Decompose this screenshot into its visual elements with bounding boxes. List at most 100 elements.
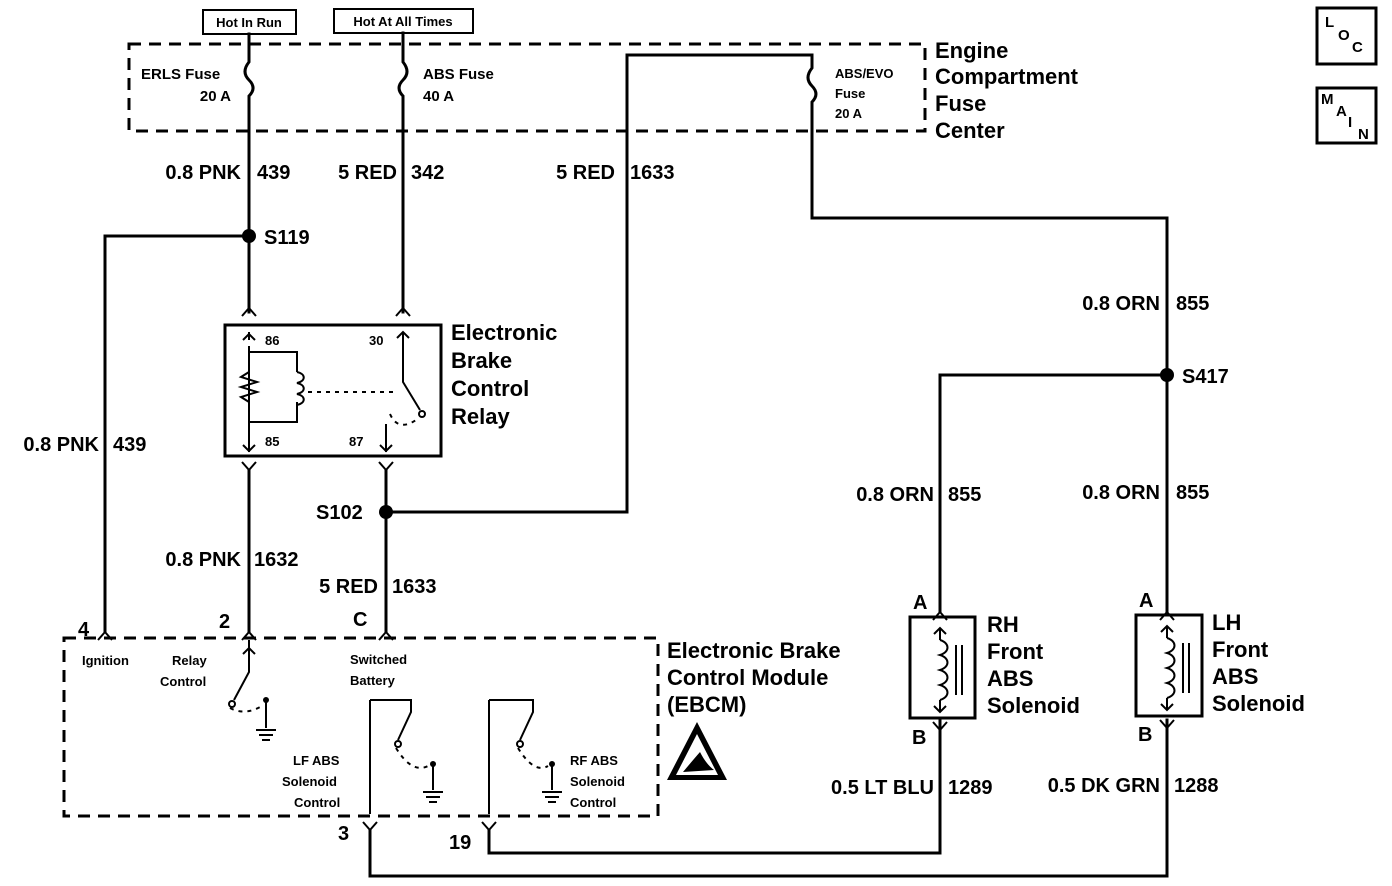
ebcm-pin-19: 19 bbox=[449, 832, 471, 854]
ebcm-title-1: Electronic Brake bbox=[667, 638, 841, 663]
wire-label-red-1633-top: 5 RED bbox=[556, 162, 615, 184]
absevo-fuse-icon bbox=[806, 53, 818, 118]
wire-label-orn-855-rh: 0.8 ORN bbox=[856, 484, 934, 506]
wire-label-dk-grn: 0.5 DK GRN bbox=[1048, 775, 1160, 797]
erls-fuse-amps: 20 A bbox=[200, 88, 231, 105]
svg-text:O: O bbox=[1338, 27, 1350, 44]
ground-icon bbox=[256, 700, 276, 741]
svg-text:L: L bbox=[1325, 14, 1334, 31]
ebcm-rf-label-3: Control bbox=[570, 795, 616, 810]
wire-red-1633-top bbox=[384, 53, 814, 514]
rh-solenoid-title-2: Front bbox=[987, 639, 1044, 664]
wire-label-red-1633-bot: 5 RED bbox=[319, 576, 378, 598]
ebcm-pin-2: 2 bbox=[219, 611, 230, 633]
splice-s417-label: S417 bbox=[1182, 366, 1229, 388]
wire-label-orn-855-rh-num: 855 bbox=[948, 484, 981, 506]
ebcm-title-3: (EBCM) bbox=[667, 692, 746, 717]
wire-label-dk-grn-num: 1288 bbox=[1174, 775, 1219, 797]
wire-pnk-439-left bbox=[103, 234, 251, 634]
lh-solenoid-pin-a: A bbox=[1139, 590, 1153, 612]
lh-solenoid-title-1: LH bbox=[1212, 610, 1241, 635]
ebcm-lf-label-2: Solenoid bbox=[282, 774, 337, 789]
absevo-fuse-label-1: ABS/EVO bbox=[835, 66, 894, 81]
ebcm-title-2: Control Module bbox=[667, 665, 828, 690]
wire-label-red-342: 5 RED bbox=[338, 162, 397, 184]
splice-s417 bbox=[1160, 368, 1174, 382]
splice-s102-label: S102 bbox=[316, 502, 363, 524]
wire-lt-blu-1289 bbox=[487, 718, 942, 855]
fuse-center-boundary bbox=[127, 42, 927, 133]
wire-label-pnk-439: 0.8 PNK bbox=[165, 162, 241, 184]
wire-label-pnk-439-left-num: 439 bbox=[113, 434, 146, 456]
wire-label-pnk-1632: 0.8 PNK bbox=[165, 549, 241, 571]
abs-fuse-amps: 40 A bbox=[423, 88, 454, 105]
svg-text:I: I bbox=[1348, 114, 1352, 131]
lh-solenoid-title-3: ABS bbox=[1212, 664, 1258, 689]
lh-solenoid-coil-icon bbox=[1163, 637, 1176, 699]
ebc-relay: 86 85 30 87 bbox=[223, 306, 443, 472]
relay-title-3: Control bbox=[451, 376, 529, 401]
wire-label-red-1633-bot-num: 1633 bbox=[392, 576, 437, 598]
lh-solenoid bbox=[1134, 610, 1204, 730]
hot-at-all-times-label: Hot At All Times bbox=[353, 14, 452, 29]
esd-warning-icon bbox=[667, 722, 727, 780]
fuse-center-title-1: Engine bbox=[935, 38, 1008, 63]
relay-resistor-icon bbox=[237, 371, 261, 403]
ebcm-switched-label-1: Switched bbox=[350, 652, 407, 667]
erls-fuse-label: ERLS Fuse bbox=[141, 66, 220, 83]
ebcm-pin-3: 3 bbox=[338, 823, 349, 845]
lh-solenoid-title-2: Front bbox=[1212, 637, 1269, 662]
wire-label-pnk-439-left: 0.8 PNK bbox=[23, 434, 99, 456]
main-button[interactable]: M A I N bbox=[1315, 86, 1378, 145]
svg-text:N: N bbox=[1358, 126, 1369, 143]
hot-in-run-label: Hot In Run bbox=[216, 15, 282, 30]
splice-s119-label: S119 bbox=[264, 227, 310, 249]
ebcm-lf-label-1: LF ABS bbox=[293, 753, 340, 768]
wire-label-orn-855-lh-num: 855 bbox=[1176, 482, 1209, 504]
rh-solenoid-title-1: RH bbox=[987, 612, 1019, 637]
svg-text:A: A bbox=[1336, 103, 1347, 120]
relay-coil-icon bbox=[296, 371, 305, 406]
relay-pin-85: 85 bbox=[265, 434, 279, 449]
wire-label-orn-855: 0.8 ORN bbox=[1082, 293, 1160, 315]
ebcm-rf-label-2: Solenoid bbox=[570, 774, 625, 789]
ebcm-relay-label-2: Control bbox=[160, 674, 206, 689]
splice-s102 bbox=[379, 505, 393, 519]
relay-pin-30: 30 bbox=[369, 333, 383, 348]
relay-title-2: Brake bbox=[451, 348, 512, 373]
wire-dk-grn-1288 bbox=[368, 718, 1169, 878]
abs-fuse-label: ABS Fuse bbox=[423, 66, 494, 83]
relay-pin-87: 87 bbox=[349, 434, 363, 449]
absevo-fuse-label-2: Fuse bbox=[835, 86, 865, 101]
rh-solenoid bbox=[908, 610, 977, 732]
svg-text:C: C bbox=[1352, 39, 1363, 56]
ground-icon bbox=[423, 764, 443, 803]
ebcm-module bbox=[62, 630, 727, 832]
wire-label-orn-855-num: 855 bbox=[1176, 293, 1209, 315]
ebcm-pin-4: 4 bbox=[78, 619, 90, 641]
rh-solenoid-pin-b: B bbox=[912, 727, 926, 749]
ebcm-pin-c: C bbox=[353, 609, 367, 631]
ebcm-switched-label-2: Battery bbox=[350, 673, 396, 688]
ebcm-lf-label-3: Control bbox=[294, 795, 340, 810]
loc-button[interactable]: L O C bbox=[1315, 6, 1378, 66]
rh-solenoid-title-3: ABS bbox=[987, 666, 1033, 691]
rh-solenoid-coil-icon bbox=[936, 639, 949, 701]
ground-icon bbox=[542, 764, 562, 803]
ebcm-ignition-label: Ignition bbox=[82, 653, 129, 668]
fuse-center-title-4: Center bbox=[935, 118, 1005, 143]
wire-label-red-342-num: 342 bbox=[411, 162, 444, 184]
lh-solenoid-title-4: Solenoid bbox=[1212, 691, 1305, 716]
wire-orn-855-rh bbox=[938, 373, 1169, 614]
absevo-fuse-amps: 20 A bbox=[835, 106, 863, 121]
wire-orn-855 bbox=[810, 114, 1169, 377]
splice-s119 bbox=[242, 229, 256, 243]
ebcm-relay-label-1: Relay bbox=[172, 653, 207, 668]
relay-title-1: Electronic bbox=[451, 320, 557, 345]
relay-pin-86: 86 bbox=[265, 333, 279, 348]
wire-label-pnk-1632-num: 1632 bbox=[254, 549, 299, 571]
fuse-center-title-3: Fuse bbox=[935, 91, 986, 116]
relay-title-4: Relay bbox=[451, 404, 510, 429]
rh-solenoid-title-4: Solenoid bbox=[987, 693, 1080, 718]
